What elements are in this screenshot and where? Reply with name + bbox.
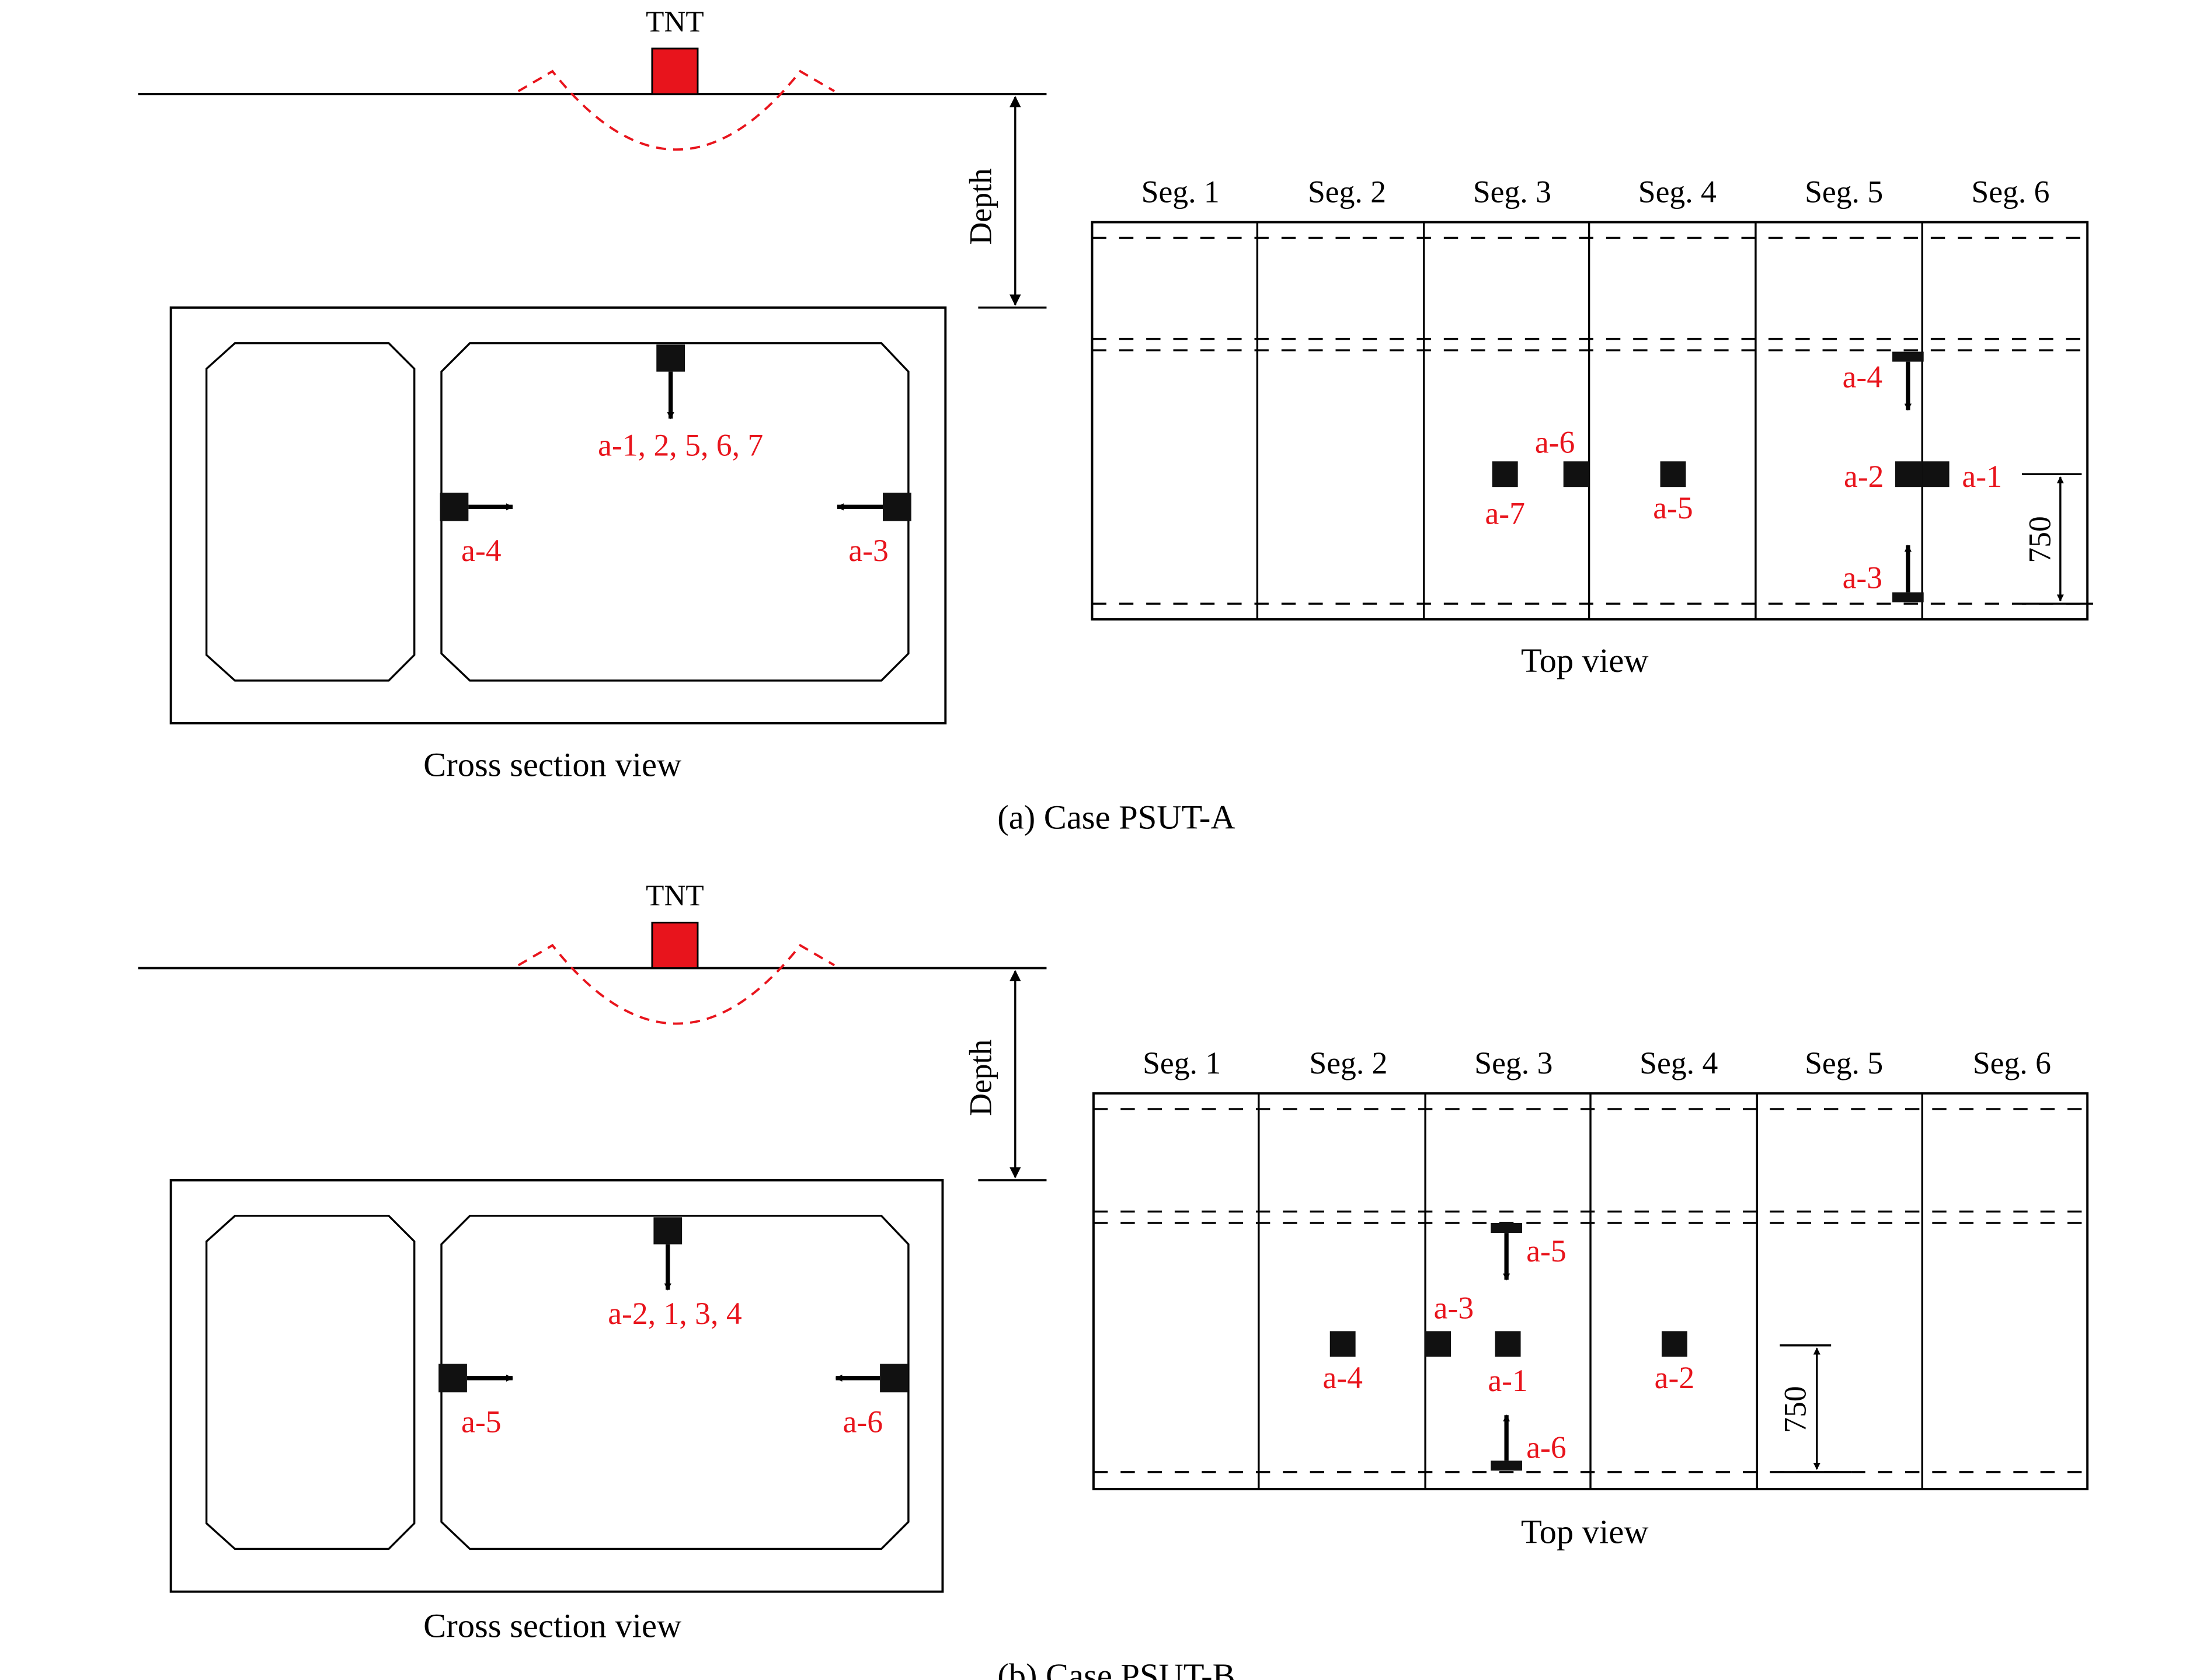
tnt-charge bbox=[651, 921, 699, 969]
sensor-label-a5: a-5 bbox=[1526, 1233, 1567, 1268]
sensor-a3 bbox=[1425, 1331, 1451, 1357]
segment-label: Seg. 3 bbox=[1473, 174, 1551, 209]
tunnel-outline bbox=[169, 306, 947, 724]
right-wall-sensor-label: a-6 bbox=[843, 1404, 883, 1439]
tunnel-outline bbox=[169, 1179, 944, 1593]
segment-label: Seg. 4 bbox=[1638, 174, 1717, 209]
panel-b: TNT Depth a-2, 1, 3, 4 a-5 a-6 Cross sec… bbox=[138, 879, 2089, 1680]
sensor-label-a4: a-4 bbox=[1843, 359, 1883, 394]
sensor-a3 bbox=[1892, 592, 1924, 602]
sensor-label-a7: a-7 bbox=[1485, 496, 1525, 531]
sensor-label-a2: a-2 bbox=[1844, 459, 1884, 494]
cross-section-caption: Cross section view bbox=[423, 745, 681, 783]
left-cell bbox=[205, 1215, 416, 1550]
cross-sensor-label: a-2, 1, 3, 4 bbox=[608, 1296, 742, 1331]
cross-section-caption: Cross section view bbox=[423, 1607, 681, 1645]
sensor-a1 bbox=[1495, 1331, 1521, 1357]
crater-outline bbox=[517, 943, 836, 1025]
segment-label: Seg. 2 bbox=[1308, 174, 1386, 209]
sensor-label-a5: a-5 bbox=[1653, 490, 1693, 525]
cross-section-b: TNT Depth a-2, 1, 3, 4 a-5 a-6 Cross sec… bbox=[138, 879, 1047, 1645]
top-view-a: Seg. 1 Seg. 2 Seg. 3 Seg. 4 Seg. 5 Seg. … bbox=[1091, 174, 2093, 679]
cross-section-a: TNT Depth a-1, 2, 5, 6, 7 a-4 a-3 Cross … bbox=[138, 5, 1047, 783]
segment-label: Seg. 5 bbox=[1805, 174, 1883, 209]
sensor-label-a1: a-1 bbox=[1962, 459, 2002, 494]
sensor-right-wall bbox=[880, 1364, 908, 1393]
sensor-right-wall bbox=[883, 492, 911, 521]
sensor-label-a3: a-3 bbox=[1843, 560, 1883, 595]
panel-a: TNT Depth a-1, 2, 5, 6, 7 a-4 a-3 Cross … bbox=[138, 5, 2093, 836]
sensor-label-a3: a-3 bbox=[1434, 1290, 1474, 1325]
depth-label: Depth bbox=[963, 1040, 998, 1116]
depth-label: Depth bbox=[963, 168, 998, 245]
tnt-label: TNT bbox=[646, 5, 704, 39]
segment-label: Seg. 5 bbox=[1805, 1045, 1883, 1081]
left-wall-sensor-label: a-5 bbox=[461, 1404, 502, 1439]
sensor-a5 bbox=[1491, 1223, 1522, 1233]
top-view-caption: Top view bbox=[1521, 642, 1649, 679]
right-cell bbox=[440, 342, 910, 682]
tnt-charge bbox=[651, 47, 699, 95]
sensor-label-a2: a-2 bbox=[1655, 1360, 1695, 1395]
segment-label: Seg. 3 bbox=[1474, 1045, 1552, 1081]
sensor-a6 bbox=[1491, 1461, 1522, 1471]
segment-label: Seg. 6 bbox=[1973, 1045, 2051, 1081]
panel-caption-a: (a) Case PSUT-A bbox=[997, 798, 1235, 836]
sensor-a4 bbox=[1892, 351, 1924, 362]
segment-label: Seg. 1 bbox=[1141, 174, 1220, 209]
segment-label: Seg. 4 bbox=[1639, 1045, 1718, 1081]
sensor-a2 bbox=[1895, 461, 1923, 487]
sensor-top bbox=[656, 344, 685, 372]
sensor-a5 bbox=[1660, 461, 1686, 487]
sensor-label-a6: a-6 bbox=[1526, 1430, 1567, 1465]
sensor-left-wall bbox=[440, 492, 469, 521]
dimension-label: 750 bbox=[1777, 1386, 1812, 1432]
sensor-a4 bbox=[1329, 1331, 1356, 1357]
right-cell bbox=[440, 1215, 910, 1550]
segment-label: Seg. 6 bbox=[1971, 174, 2049, 209]
left-wall-sensor-label: a-4 bbox=[461, 533, 502, 568]
segment-label: Seg. 1 bbox=[1143, 1045, 1221, 1081]
panel-caption-b: (b) Case PSUT-B bbox=[997, 1657, 1235, 1680]
sensor-label-a6: a-6 bbox=[1535, 425, 1575, 460]
sensor-label-a4: a-4 bbox=[1322, 1360, 1363, 1395]
tnt-label: TNT bbox=[646, 879, 704, 912]
sensor-a2 bbox=[1661, 1331, 1687, 1357]
sensor-top bbox=[653, 1217, 683, 1245]
cross-sensor-label: a-1, 2, 5, 6, 7 bbox=[598, 428, 763, 463]
sensor-label-a1: a-1 bbox=[1488, 1363, 1528, 1398]
crater-outline bbox=[517, 69, 836, 151]
segment-label: Seg. 2 bbox=[1309, 1045, 1387, 1081]
right-wall-sensor-label: a-3 bbox=[848, 533, 889, 568]
top-view-caption: Top view bbox=[1521, 1513, 1649, 1551]
top-view-b: Seg. 1 Seg. 2 Seg. 3 Seg. 4 Seg. 5 Seg. … bbox=[1092, 1045, 2089, 1551]
sensor-a6 bbox=[1563, 461, 1589, 487]
left-cell bbox=[205, 342, 416, 682]
dimension-label: 750 bbox=[2022, 516, 2058, 563]
sensor-a1 bbox=[1922, 461, 1950, 487]
sensor-a7 bbox=[1492, 461, 1518, 487]
sensor-left-wall bbox=[438, 1364, 467, 1393]
